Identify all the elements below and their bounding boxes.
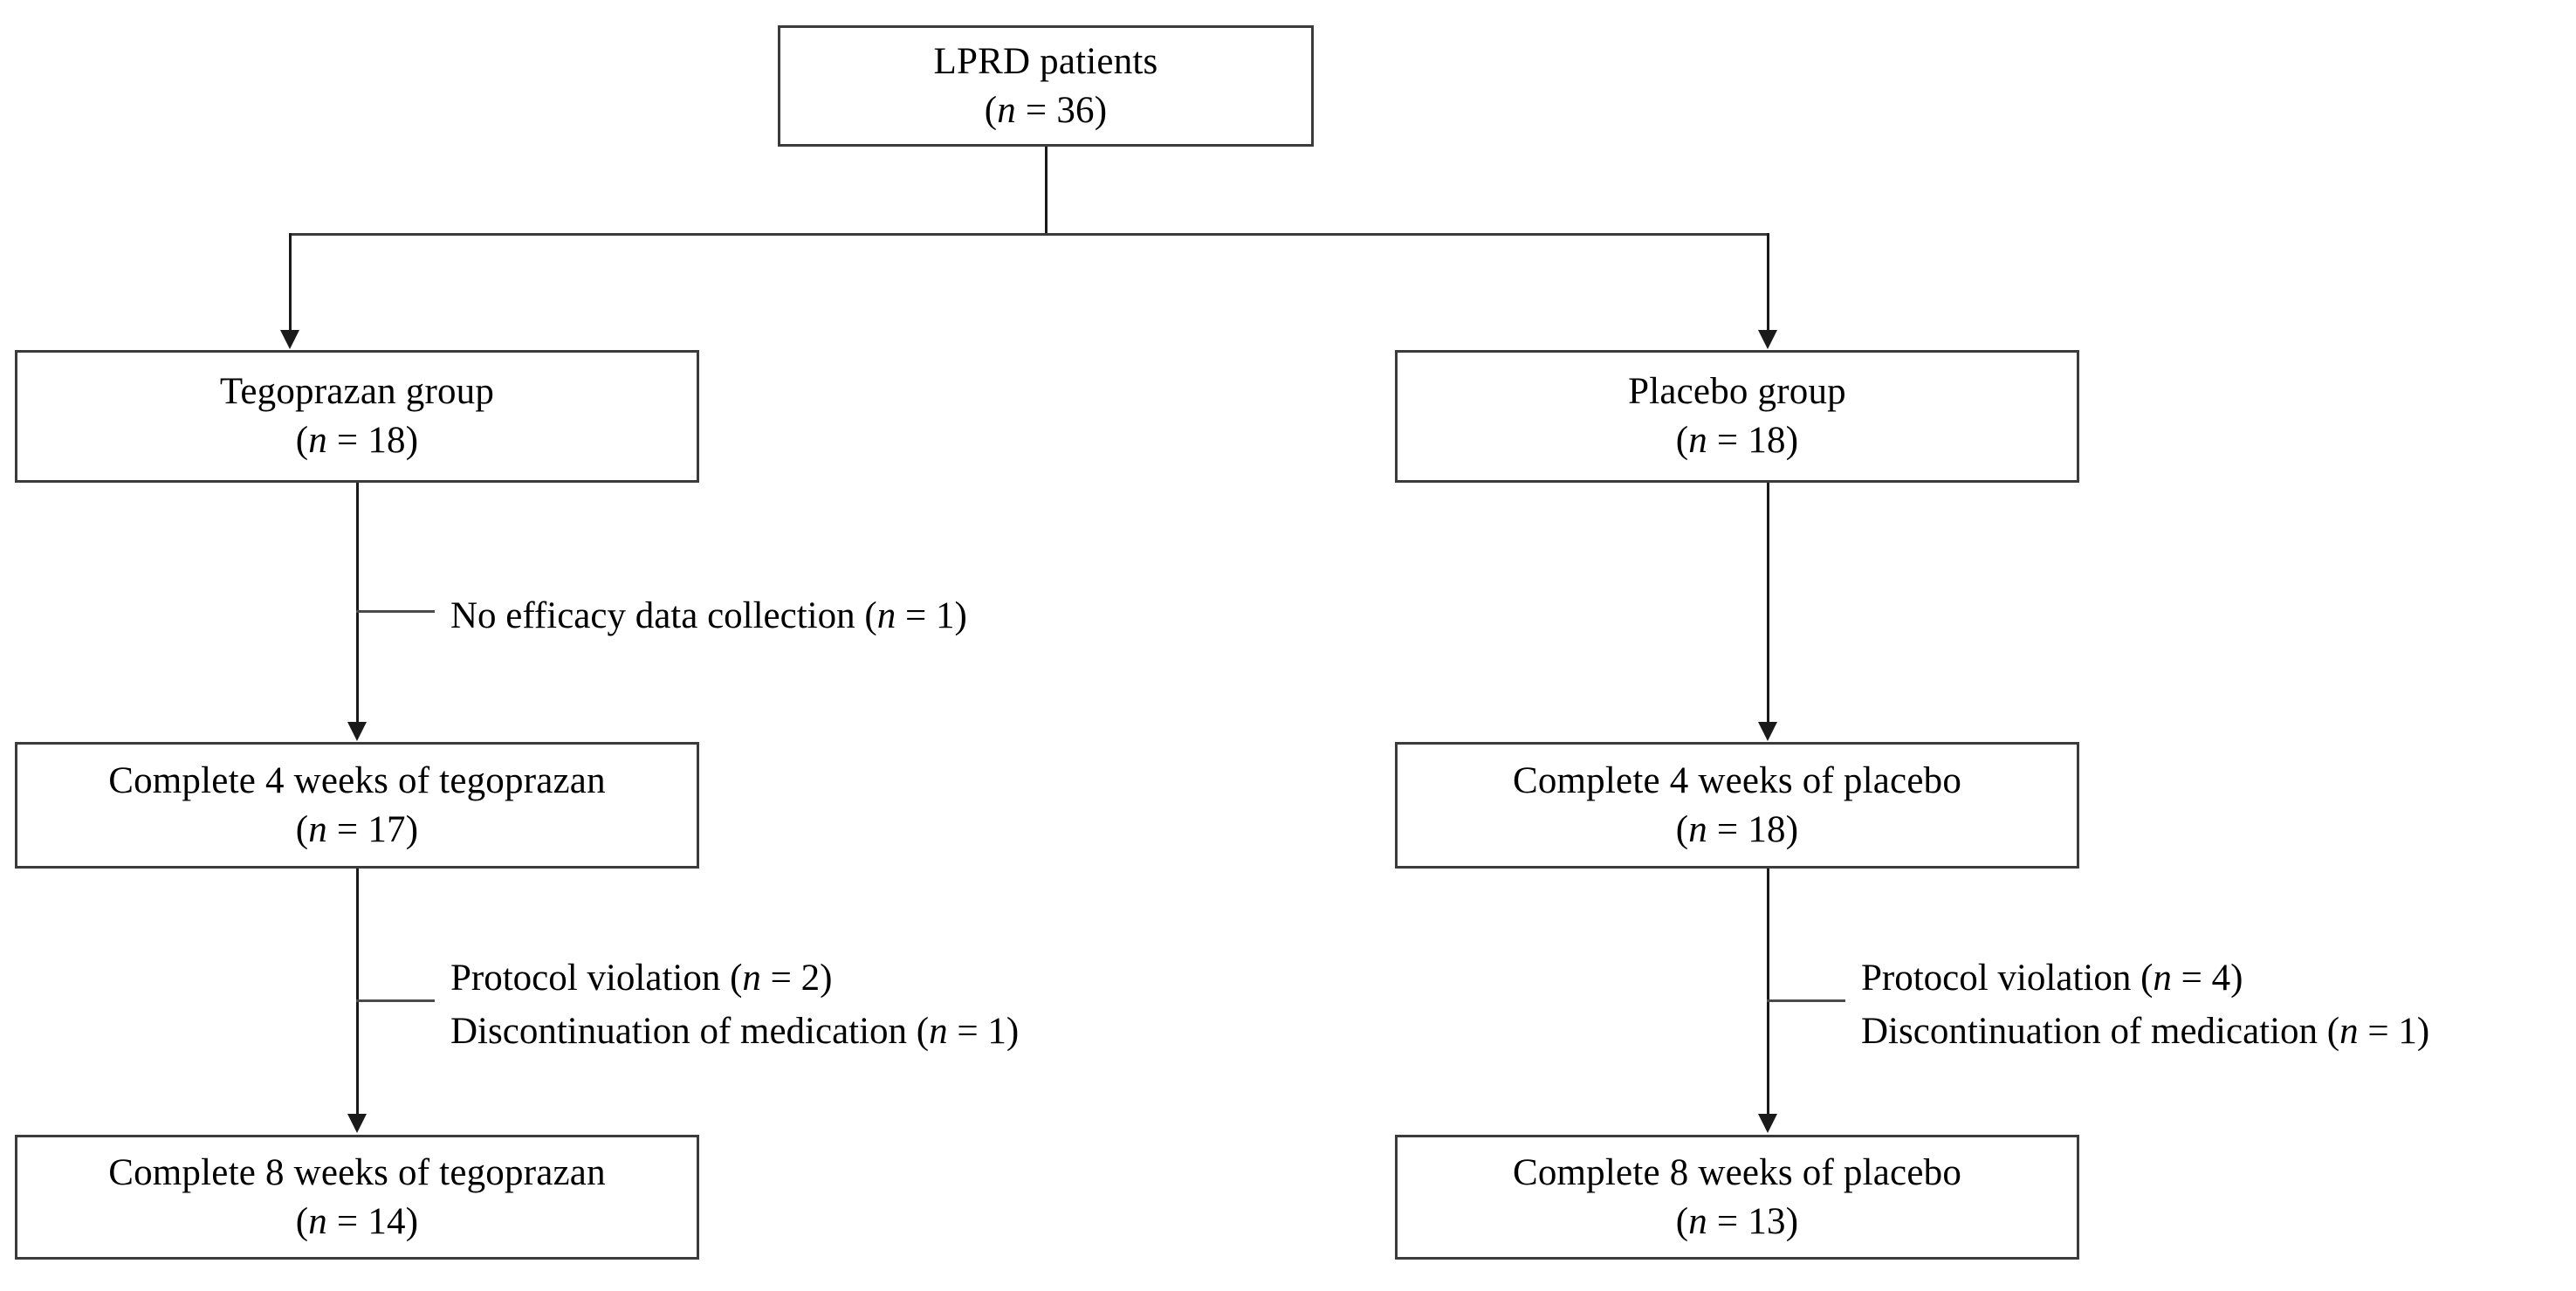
n-equals: = [326,1200,368,1242]
node-tegoprazan-group: Tegoprazan group (n = 18) [15,350,699,483]
node-complete-8-weeks-placebo-count: (n = 13) [1675,1200,1799,1242]
n-symbol: n [997,89,1016,131]
node-tegoprazan-group-label: Tegoprazan group [219,371,495,413]
n-equals: = [1707,808,1748,850]
tick-right-exclusion-stage2 [1767,999,1845,1002]
node-complete-4-weeks-placebo-count: (n = 18) [1675,808,1799,850]
n-value: 13 [1748,1200,1786,1242]
n-value: 18 [1748,808,1786,850]
n-symbol: n [1688,420,1707,461]
n-symbol: n [308,808,327,850]
node-lprd-patients: LPRD patients (n = 36) [778,25,1314,147]
n-symbol: n [1688,808,1707,850]
n-equals: = [326,808,368,850]
node-complete-8-weeks-placebo: Complete 8 weeks of placebo (n = 13) [1395,1135,2079,1260]
node-lprd-patients-count: (n = 36) [984,89,1108,131]
node-complete-8-weeks-tegoprazan: Complete 8 weeks of tegoprazan (n = 14) [15,1135,699,1260]
node-complete-4-weeks-placebo: Complete 4 weeks of placebo (n = 18) [1395,742,2079,869]
arrowhead-tegoprazan-week8 [347,1114,367,1133]
arrowhead-to-tegoprazan [280,330,299,349]
node-complete-8-weeks-tegoprazan-count: (n = 14) [295,1200,419,1242]
n-symbol: n [1688,1200,1707,1242]
annotation-right-stage2-exclusions: Protocol violation (n = 4) Discontinuati… [1861,951,2429,1058]
node-complete-8-weeks-tegoprazan-label: Complete 8 weeks of tegoprazan [108,1151,606,1193]
annotation-left-no-efficacy: No efficacy data collection (n = 1) [450,589,967,642]
node-complete-8-weeks-placebo-label: Complete 8 weeks of placebo [1512,1151,1962,1193]
n-equals: = [326,420,368,461]
node-lprd-patients-label: LPRD patients [933,40,1158,82]
connector-tegoprazan-to-week4 [356,483,359,723]
annotation-left-stage2-exclusions: Protocol violation (n = 2) Discontinuati… [450,951,1019,1058]
n-value: 17 [368,808,406,850]
tick-left-exclusion-stage1 [356,610,435,613]
n-symbol: n [308,1200,327,1242]
n-value: 18 [1748,420,1786,461]
node-placebo-group-label: Placebo group [1628,371,1846,413]
n-value: 18 [368,420,406,461]
connector-placebo-week4-to-week8 [1767,869,1769,1115]
annotation-right-protocol-violation: Protocol violation (n = 4) [1861,958,2243,999]
arrowhead-placebo-week8 [1758,1114,1777,1133]
arrowhead-to-placebo [1758,330,1777,349]
tick-left-exclusion-stage2 [356,999,435,1002]
annotation-left-discontinuation: Discontinuation of medication (n = 1) [450,1011,1020,1053]
arrowhead-placebo-week4 [1758,722,1777,741]
connector-to-tegoprazan [289,233,292,331]
node-complete-4-weeks-tegoprazan: Complete 4 weeks of tegoprazan (n = 17) [15,742,699,869]
node-complete-4-weeks-tegoprazan-label: Complete 4 weeks of tegoprazan [108,759,606,801]
annotation-left-no-efficacy-line1: No efficacy data collection (n = 1) [450,595,967,636]
node-tegoprazan-group-count: (n = 18) [295,420,419,461]
connector-to-placebo [1767,233,1769,331]
node-complete-4-weeks-placebo-label: Complete 4 weeks of placebo [1512,759,1962,801]
n-value: 14 [368,1200,406,1242]
annotation-right-discontinuation: Discontinuation of medication (n = 1) [1861,1011,2430,1053]
connector-root-stem [1045,147,1048,235]
connector-tegoprazan-week4-to-week8 [356,869,359,1115]
n-value: 36 [1056,89,1095,131]
n-equals: = [1707,1200,1748,1242]
n-equals: = [1015,89,1057,131]
node-placebo-group: Placebo group (n = 18) [1395,350,2079,483]
arrowhead-tegoprazan-week4 [347,722,367,741]
n-symbol: n [308,420,327,461]
annotation-left-protocol-violation: Protocol violation (n = 2) [450,958,833,999]
connector-placebo-to-week4 [1767,483,1769,723]
connector-root-crossbar [289,233,1769,236]
node-placebo-group-count: (n = 18) [1675,420,1799,461]
n-equals: = [1707,420,1748,461]
node-complete-4-weeks-tegoprazan-count: (n = 17) [295,808,419,850]
